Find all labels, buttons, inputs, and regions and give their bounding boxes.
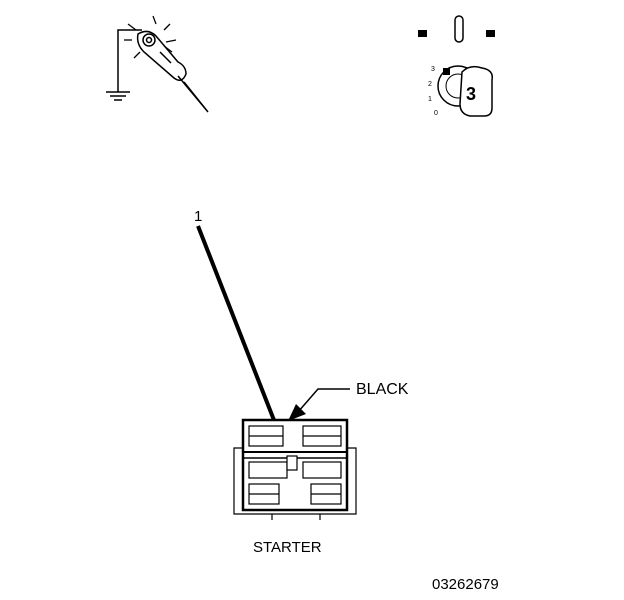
key-position-2: 2 — [428, 81, 432, 88]
ignition-key-icon: 3 3 2 1 0 — [428, 65, 494, 117]
key-position-0: 0 — [434, 110, 438, 117]
color-leader-arrowhead — [288, 404, 306, 421]
callout-number: 1 — [194, 208, 202, 225]
disconnect-switch-icon — [418, 15, 495, 43]
key-position-1: 1 — [428, 96, 432, 103]
figure-id: 03262679 — [432, 576, 499, 593]
test-light-probe-icon — [106, 15, 209, 113]
key-position-3: 3 — [431, 66, 435, 73]
callout-leader — [196, 225, 290, 457]
ground-symbol-icon — [106, 91, 130, 101]
starter-connector — [233, 418, 357, 520]
key-number: 3 — [466, 84, 476, 104]
connector-color-label: BLACK — [356, 381, 409, 398]
component-label: STARTER — [253, 539, 322, 556]
color-leader — [297, 388, 350, 413]
